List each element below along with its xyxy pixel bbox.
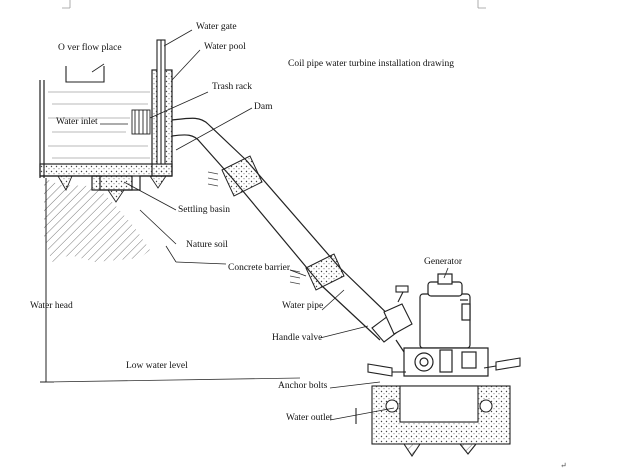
- overflow-channel: [65, 66, 105, 83]
- label-dam: Dam: [254, 102, 273, 112]
- drawing-title: Coil pipe water turbine installation dra…: [288, 59, 454, 69]
- label-concrete-barrier: Concrete barrier: [228, 263, 290, 273]
- water-outlet-foundation: [355, 385, 511, 457]
- label-water-gate: Water gate: [196, 22, 237, 32]
- page-corner-marks: [62, 0, 486, 9]
- label-handle-valve: Handle valve: [272, 333, 323, 343]
- label-water-pipe: Water pipe: [282, 301, 324, 311]
- label-overflow-place: O ver flow place: [58, 43, 122, 53]
- water-gate: [156, 39, 166, 165]
- label-low-water-level: Low water level: [126, 361, 188, 371]
- trash-rack: [131, 109, 151, 135]
- paragraph-mark: ↵: [560, 461, 567, 470]
- label-water-pool: Water pool: [204, 42, 246, 52]
- handle-valve: [371, 285, 413, 343]
- turbine-housing: [395, 339, 489, 377]
- leader-lines: [91, 29, 449, 421]
- concrete-barriers: [221, 155, 345, 291]
- foundation-blocks: [57, 175, 167, 203]
- low-water-level-line: [45, 377, 301, 383]
- label-trash-rack: Trash rack: [212, 82, 253, 92]
- support-ground-marks: [207, 171, 301, 285]
- generator-unit: [419, 273, 471, 349]
- label-water-outlet: Water outlet: [286, 413, 333, 423]
- label-generator: Generator: [424, 257, 462, 267]
- label-water-inlet: Water inlet: [56, 117, 98, 127]
- label-settling-basin: Settling basin: [178, 205, 230, 215]
- anchor-bolts: [367, 357, 521, 377]
- label-water-head: Water head: [30, 301, 73, 311]
- label-nature-soil: Nature soil: [186, 240, 228, 250]
- label-anchor-bolts: Anchor bolts: [278, 381, 328, 391]
- nature-soil: [44, 178, 150, 262]
- water-pool: [39, 69, 173, 191]
